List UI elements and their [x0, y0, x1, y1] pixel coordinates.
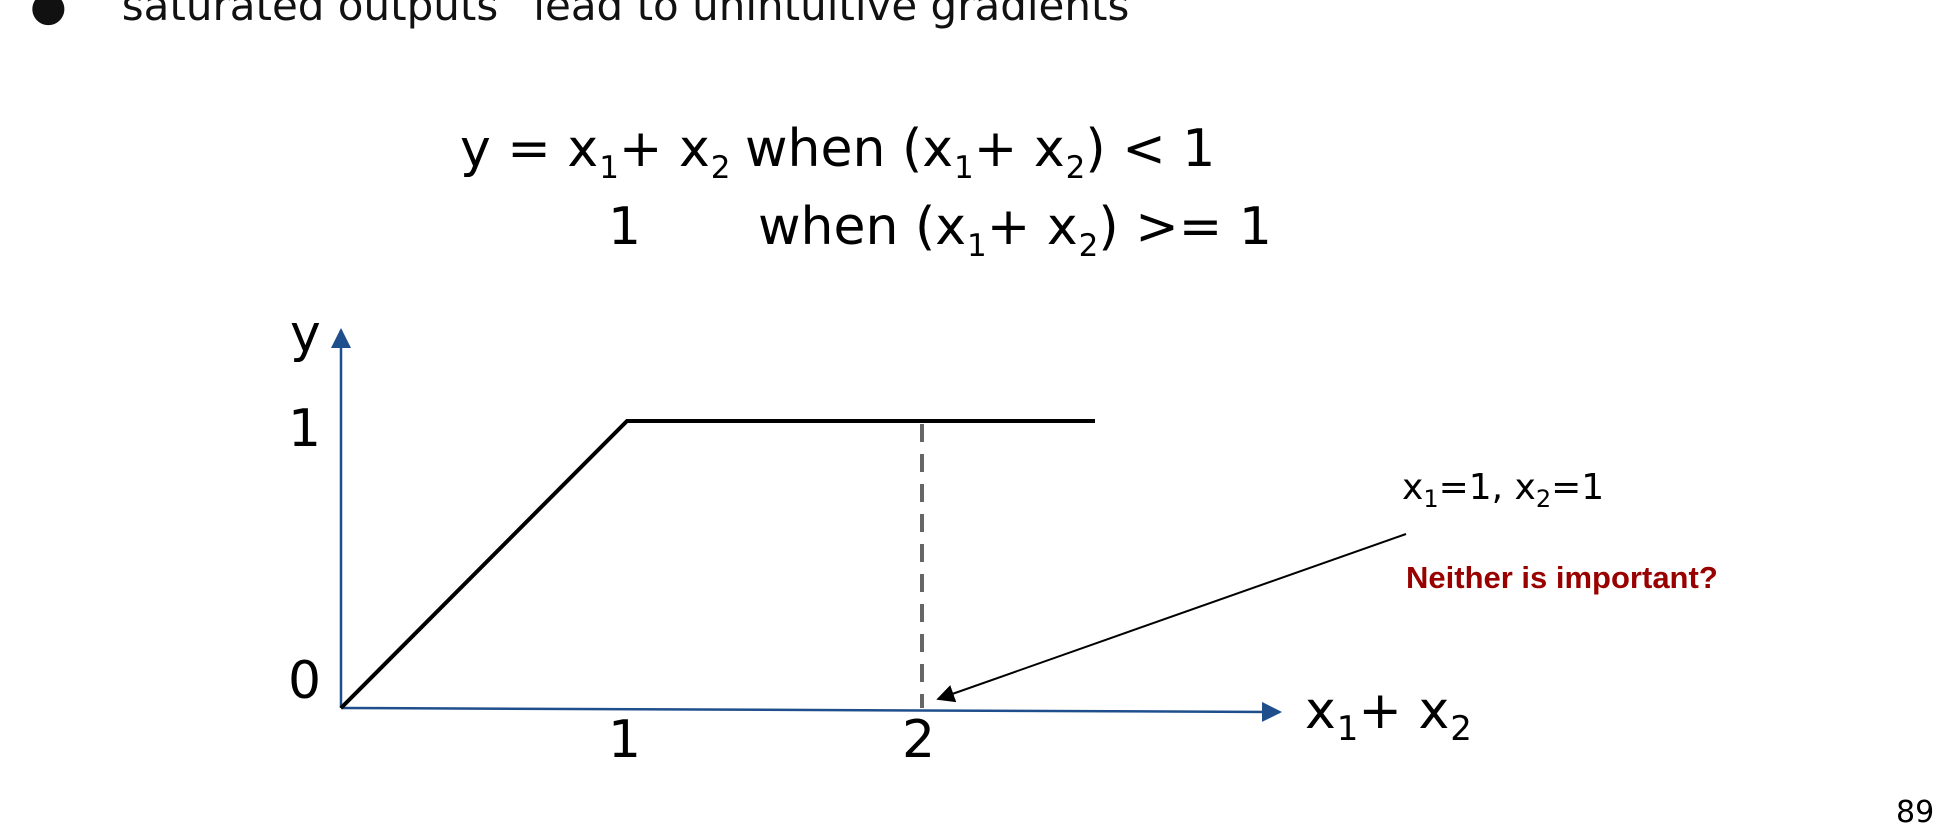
equation-row-1-lhs: y = x1+ x2 — [460, 118, 731, 187]
annotation-arrow — [936, 533, 1407, 703]
y-axis-label: y — [290, 304, 321, 364]
eq-text: y = x — [460, 119, 599, 179]
y-tick-0: 0 — [288, 651, 322, 711]
ann-text: =1 — [1551, 467, 1605, 508]
xl-sub: 2 — [1450, 709, 1472, 749]
xl-sub: 1 — [1336, 709, 1359, 749]
eq-text: ) >= 1 — [1098, 197, 1272, 257]
y-tick-1: 1 — [288, 399, 322, 459]
point-annotation: x1=1, x2=1 — [1402, 466, 1604, 513]
eq-text: + x — [986, 197, 1078, 257]
ann-sub: 1 — [1423, 485, 1439, 513]
xl-text: + x — [1358, 681, 1450, 741]
eq-sub: 1 — [967, 228, 987, 264]
eq-sub: 2 — [1078, 228, 1099, 264]
ann-text: =1, x — [1438, 467, 1536, 508]
eq-sub: 1 — [954, 150, 974, 186]
equation-row-2-condition: when (x1+ x2) >= 1 — [758, 196, 1272, 265]
eq-sub: 1 — [599, 150, 619, 186]
x-axis — [340, 701, 1282, 722]
callout-text: Neither is important? — [1406, 560, 1718, 595]
eq-text: + x — [973, 119, 1065, 179]
bullet-marker: ● — [30, 0, 67, 30]
eq-text: when (x — [745, 119, 954, 179]
x-tick-2: 2 — [902, 710, 936, 770]
equation-row-2-value: 1 — [608, 197, 642, 257]
eq-text: ) < 1 — [1085, 119, 1216, 179]
eq-text: + x — [618, 119, 710, 179]
eq-text: when (x — [758, 197, 967, 257]
bullet-text: “saturated outputs” lead to unintuitive … — [100, 0, 1130, 30]
ann-sub: 2 — [1535, 485, 1552, 513]
eq-sub: 2 — [1065, 150, 1086, 186]
xl-text: x — [1305, 681, 1336, 741]
page-number: 89 — [1896, 795, 1935, 830]
x-axis-label: x1+ x2 — [1305, 680, 1472, 749]
equation-row-1-condition: when (x1+ x2) < 1 — [745, 118, 1215, 187]
ann-text: x — [1402, 467, 1424, 508]
bullet-item: ● “saturated outputs” lead to unintuitive… — [30, 0, 1129, 34]
saturation-curve — [339, 419, 1095, 710]
x-tick-1: 1 — [608, 710, 642, 770]
eq-sub: 2 — [710, 150, 731, 186]
